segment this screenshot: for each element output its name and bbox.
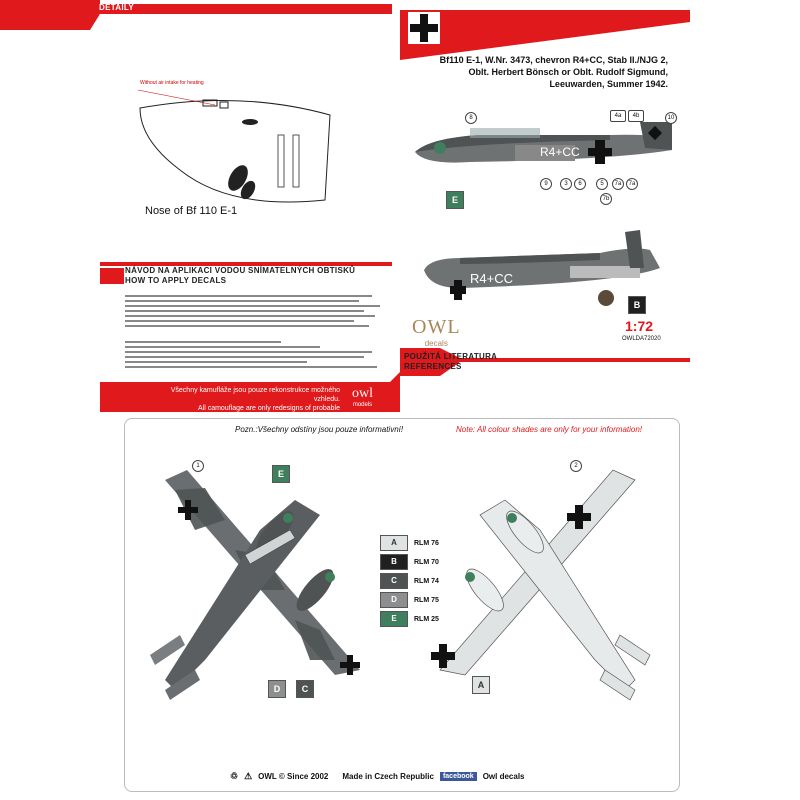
footer: ♲ ⚠ OWL © Since 2002 Made in Czech Repub…	[230, 771, 524, 782]
warning-icon: ⚠	[244, 771, 253, 781]
nose-detail-drawing	[137, 89, 331, 203]
legend-row-c: C RLM 74	[380, 573, 439, 589]
callout-2: 2	[570, 460, 582, 472]
air-intake-annotation: Without air intake for heating	[140, 80, 204, 86]
legend-row-b: B RLM 70	[380, 554, 439, 570]
balkenkreuz-icon	[408, 12, 440, 44]
color-marker-a: A	[472, 676, 490, 694]
wing-cross-upper-1	[178, 500, 198, 520]
disclaimer-text: Všechny kamufláže jsou pouze rekonstrukc…	[170, 387, 340, 421]
footer-made: Made in Czech Republic	[342, 772, 434, 781]
nose-caption: Nose of Bf 110 E-1	[145, 205, 238, 217]
side-profile-lower: R4+CC	[424, 230, 660, 306]
callout-7a-2: 7a	[626, 178, 638, 190]
callout-8: 8	[465, 112, 477, 124]
howto-text-cz	[125, 292, 385, 330]
note-cz: Pozn.:Všechny odstíny jsou pouze informa…	[235, 425, 404, 434]
details-header-band	[0, 0, 392, 30]
swatch-d-label: RLM 75	[414, 596, 439, 604]
color-marker-b-side: B	[628, 296, 646, 314]
callout-10: 10	[665, 112, 677, 124]
swatch-b-label: RLM 70	[414, 558, 439, 566]
code-letters-upper: R4+CC	[540, 145, 580, 159]
catalog-number: OWLDA72020	[622, 336, 661, 342]
profile-header-band	[400, 0, 690, 60]
disclaimer-band	[100, 372, 400, 412]
note-en: Note: All colour shades are only for you…	[456, 425, 643, 434]
callout-4b: 4b	[628, 110, 644, 122]
color-marker-c: C	[296, 680, 314, 698]
color-marker-d: D	[268, 680, 286, 698]
facebook-badge[interactable]: facebook	[439, 772, 477, 781]
callout-6: 6	[574, 178, 586, 190]
swatch-b: B	[380, 554, 408, 570]
upper-surface-view	[150, 470, 360, 700]
footer-owl: OWL © Since 2002	[258, 772, 329, 781]
color-marker-e-top: E	[446, 191, 464, 209]
legend-row-d: D RLM 75	[380, 592, 439, 608]
howto-text-en	[125, 338, 385, 371]
callout-7b: 7b	[600, 193, 612, 205]
callout-1: 1	[192, 460, 204, 472]
scale-label: 1:72	[625, 318, 654, 334]
wing-cross-upper-2	[340, 655, 360, 675]
swatch-e: E	[380, 611, 408, 627]
side-profile-upper: R4+CC	[415, 122, 672, 164]
callout-9: 9	[540, 178, 552, 190]
swatch-a: A	[380, 535, 408, 551]
callout-5: 5	[596, 178, 608, 190]
aircraft-title: Bf110 E-1, W.Nr. 3473, chevron R4+CC, St…	[439, 55, 668, 89]
recycle-icon: ♲	[230, 771, 239, 781]
swatch-d: D	[380, 592, 408, 608]
footer-owl-decals: Owl decals	[482, 772, 525, 781]
howto-heading: NÁVOD NA APLIKACI VODOU SNÍMATELNÝCH OBT…	[125, 266, 356, 285]
callout-7a: 7a	[612, 178, 624, 190]
owl-models-logo: owl models	[352, 386, 373, 408]
howto-band	[100, 262, 392, 284]
references-band	[400, 348, 690, 376]
callout-3: 3	[560, 178, 572, 190]
color-marker-e-plan: E	[272, 465, 290, 483]
wing-cross-lower-2	[431, 644, 455, 668]
legend-row-a: A RLM 76	[380, 535, 439, 551]
swatch-c-label: RLM 74	[414, 577, 439, 585]
owl-decals-logo: OWL decals	[412, 316, 461, 348]
wing-cross-lower-1	[567, 505, 591, 529]
lower-surface-view	[431, 469, 651, 701]
swatch-a-label: RLM 76	[414, 539, 439, 547]
code-letters-lower: R4+CC	[470, 271, 513, 286]
swatch-c: C	[380, 573, 408, 589]
callout-4a: 4a	[610, 110, 626, 122]
swatch-e-label: RLM 25	[414, 615, 439, 623]
legend-row-e: E RLM 25	[380, 611, 439, 627]
